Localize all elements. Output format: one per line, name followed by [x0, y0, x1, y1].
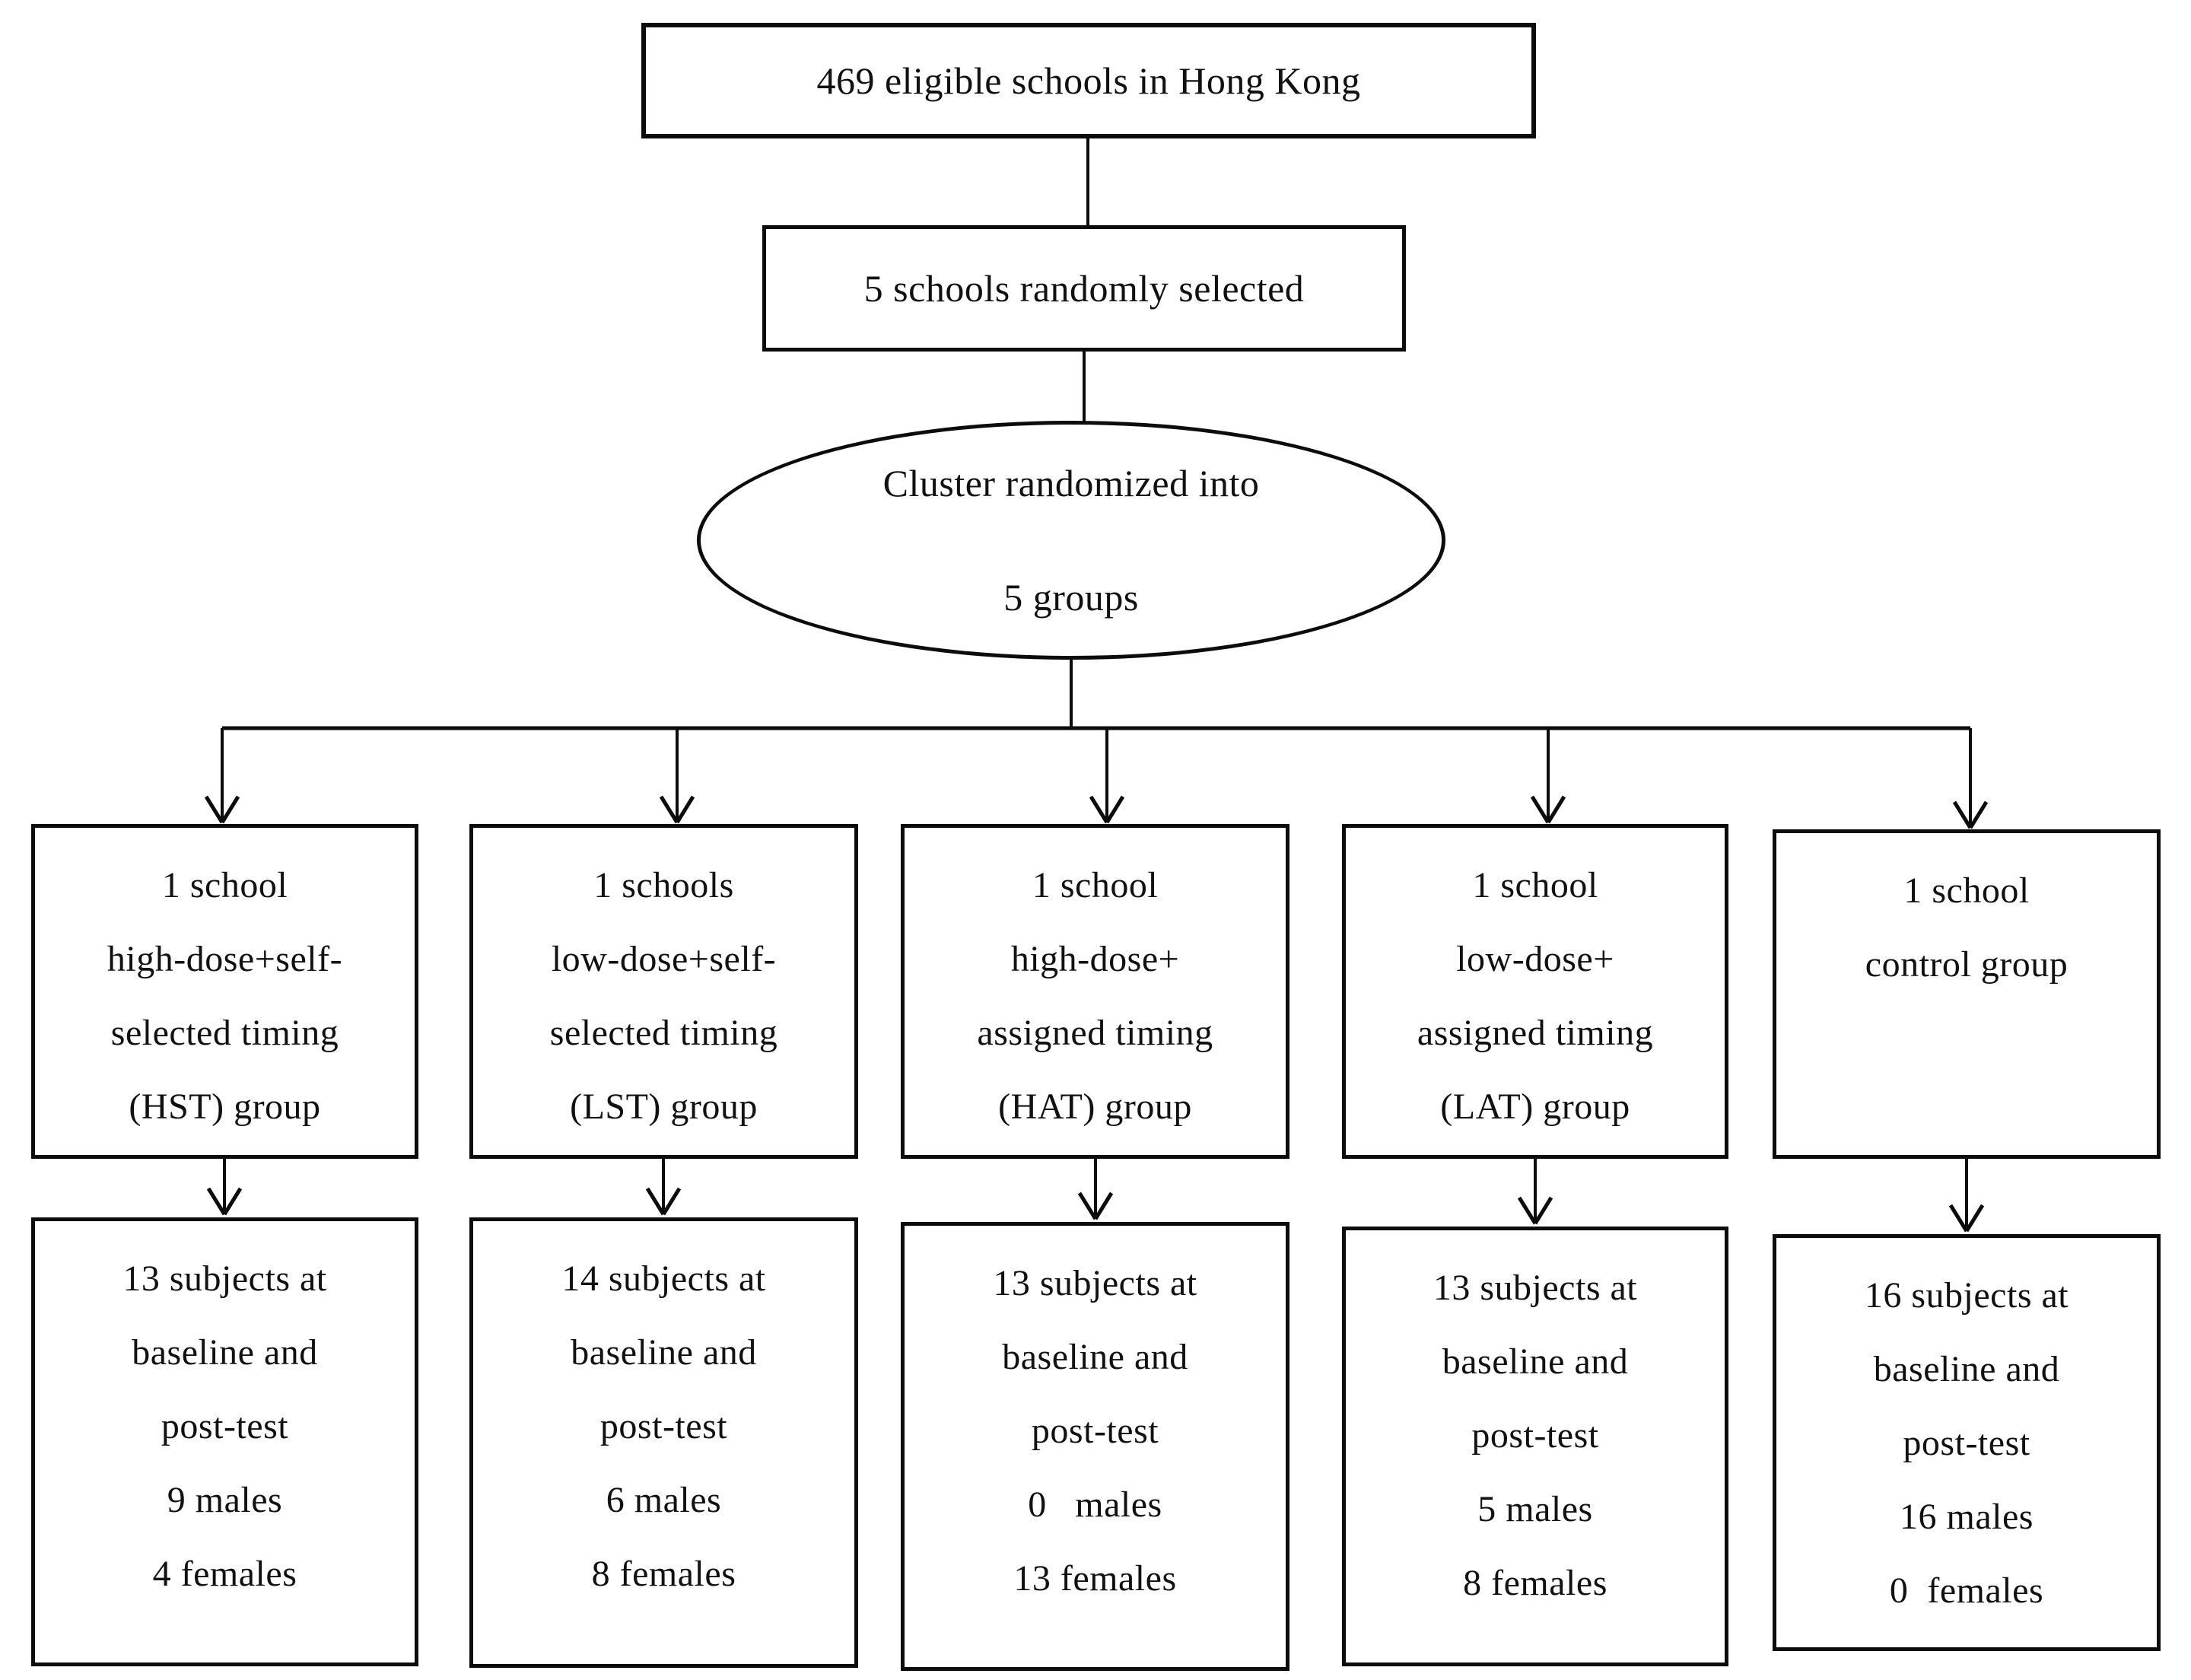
text-line: 1 school [1032, 865, 1159, 905]
node-result-control: 16 subjects at baseline and post-test 16… [1773, 1234, 2161, 1651]
text-line: (HST) group [129, 1087, 321, 1127]
node-cluster-randomized: Cluster randomized into 5 groups [697, 421, 1445, 660]
text-line: baseline and [571, 1332, 757, 1373]
text-line: 1 school [1472, 865, 1598, 905]
node-group-lat: 1 school low-dose+ assigned timing (LAT)… [1342, 824, 1728, 1159]
branch-arrow-hst [204, 728, 240, 824]
text-line: 13 subjects at [993, 1263, 1197, 1303]
text-line: 6 males [606, 1480, 722, 1520]
text-line: baseline and [1002, 1337, 1188, 1377]
text-line: high-dose+self- [107, 939, 343, 979]
node-group-hst: 1 school high-dose+self- selected timing… [31, 824, 418, 1159]
result-arrow-hst [206, 1159, 243, 1216]
result-arrow-lst [645, 1159, 682, 1216]
text-line: post-test [1903, 1423, 2030, 1463]
text-line: 5 schools randomly selected [863, 266, 1305, 310]
text-line: post-test [1471, 1415, 1599, 1456]
text-line: assigned timing [977, 1013, 1213, 1053]
text-line: assigned timing [1417, 1013, 1654, 1053]
text-line: 469 eligible schools in Hong Kong [816, 59, 1361, 102]
text-line: high-dose+ [1010, 939, 1180, 979]
text-line: 0 males [1028, 1484, 1162, 1525]
node-result-hst: 13 subjects at baseline and post-test 9 … [31, 1217, 418, 1666]
text-line: 1 schools [593, 865, 734, 905]
result-arrow-hat [1077, 1159, 1114, 1220]
text-line: (HAT) group [998, 1087, 1192, 1127]
node-result-lat: 13 subjects at baseline and post-test 5 … [1342, 1227, 1728, 1666]
text-line: 13 females [1013, 1558, 1177, 1599]
text-line: 16 males [1900, 1497, 2034, 1537]
branch-arrow-lst [659, 728, 695, 824]
text-line: 4 females [152, 1554, 297, 1594]
text-line: control group [1865, 944, 2069, 985]
text-line: baseline and [1442, 1341, 1629, 1382]
text-line: (LAT) group [1440, 1087, 1630, 1127]
branch-arrow-control [1952, 728, 1989, 829]
text-line: Cluster randomized into [882, 462, 1260, 504]
text-line: 9 males [167, 1480, 283, 1520]
result-arrow-lat [1517, 1159, 1553, 1225]
text-line: 5 males [1477, 1489, 1593, 1529]
node-result-lst: 14 subjects at baseline and post-test 6 … [469, 1217, 858, 1668]
node-group-lst: 1 schools low-dose+self- selected timing… [469, 824, 858, 1159]
result-arrow-control [1948, 1159, 1985, 1233]
node-result-hat: 13 subjects at baseline and post-test 0 … [901, 1222, 1289, 1671]
text-line: 13 subjects at [122, 1258, 327, 1299]
text-line: 8 females [591, 1554, 736, 1594]
text-line: selected timing [110, 1013, 339, 1053]
branch-arrow-hat [1089, 728, 1125, 824]
text-line: 1 school [1903, 870, 2030, 911]
node-group-control: 1 school control group [1773, 829, 2161, 1159]
text-line: 8 females [1463, 1563, 1607, 1603]
text-line: post-test [161, 1406, 289, 1446]
branch-arrow-lat [1530, 728, 1566, 824]
text-line: 13 subjects at [1433, 1268, 1638, 1308]
text-line: 16 subjects at [1864, 1275, 2069, 1316]
text-line: post-test [1031, 1411, 1159, 1451]
text-line: low-dose+ [1456, 939, 1614, 979]
node-selected-schools: 5 schools randomly selected [762, 225, 1406, 352]
text-line: baseline and [1873, 1349, 2060, 1389]
text-line: 14 subjects at [561, 1258, 766, 1299]
node-eligible-schools: 469 eligible schools in Hong Kong [641, 23, 1536, 138]
text-line: low-dose+self- [551, 939, 777, 979]
text-line: baseline and [132, 1332, 318, 1373]
text-line: post-test [599, 1406, 728, 1446]
text-line: 1 school [161, 865, 288, 905]
text-line: 5 groups [1003, 576, 1139, 619]
text-line: (LST) group [570, 1087, 758, 1127]
node-group-hat: 1 school high-dose+ assigned timing (HAT… [901, 824, 1289, 1159]
text-line: selected timing [549, 1013, 778, 1053]
text-line: 0 females [1889, 1570, 2044, 1611]
